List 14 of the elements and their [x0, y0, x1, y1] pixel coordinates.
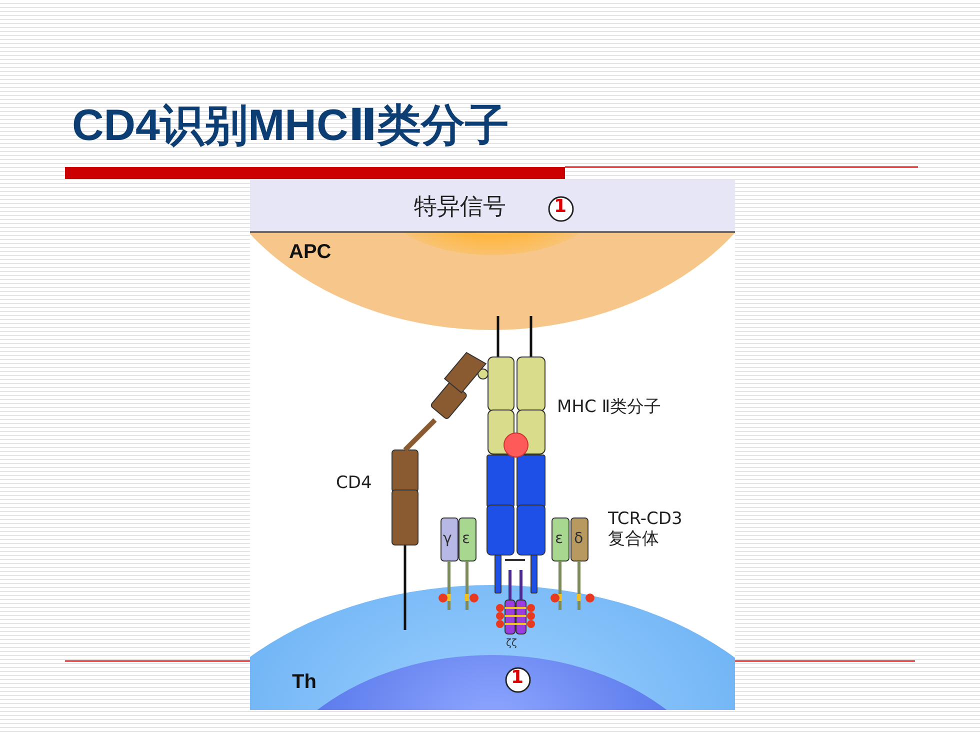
cell-label: Th	[292, 671, 316, 694]
molecule-label: TCR-CD3复合体	[608, 510, 684, 550]
circled-number: 1	[511, 668, 524, 689]
chain-label: ζζ	[506, 638, 517, 650]
cell-label: APC	[289, 241, 332, 264]
chain-label: γ	[443, 530, 452, 548]
circled-number: 1	[554, 197, 567, 218]
chain-label: δ	[574, 530, 584, 548]
signal-heading: 特异信号	[414, 194, 506, 220]
molecule-label: MHC Ⅱ类分子	[557, 398, 662, 418]
slide-title: CD4识别MHCⅡ类分子	[72, 100, 510, 152]
chain-label: ε	[462, 530, 470, 548]
chain-label: ε	[555, 530, 564, 548]
molecule-label: CD4	[336, 474, 372, 494]
